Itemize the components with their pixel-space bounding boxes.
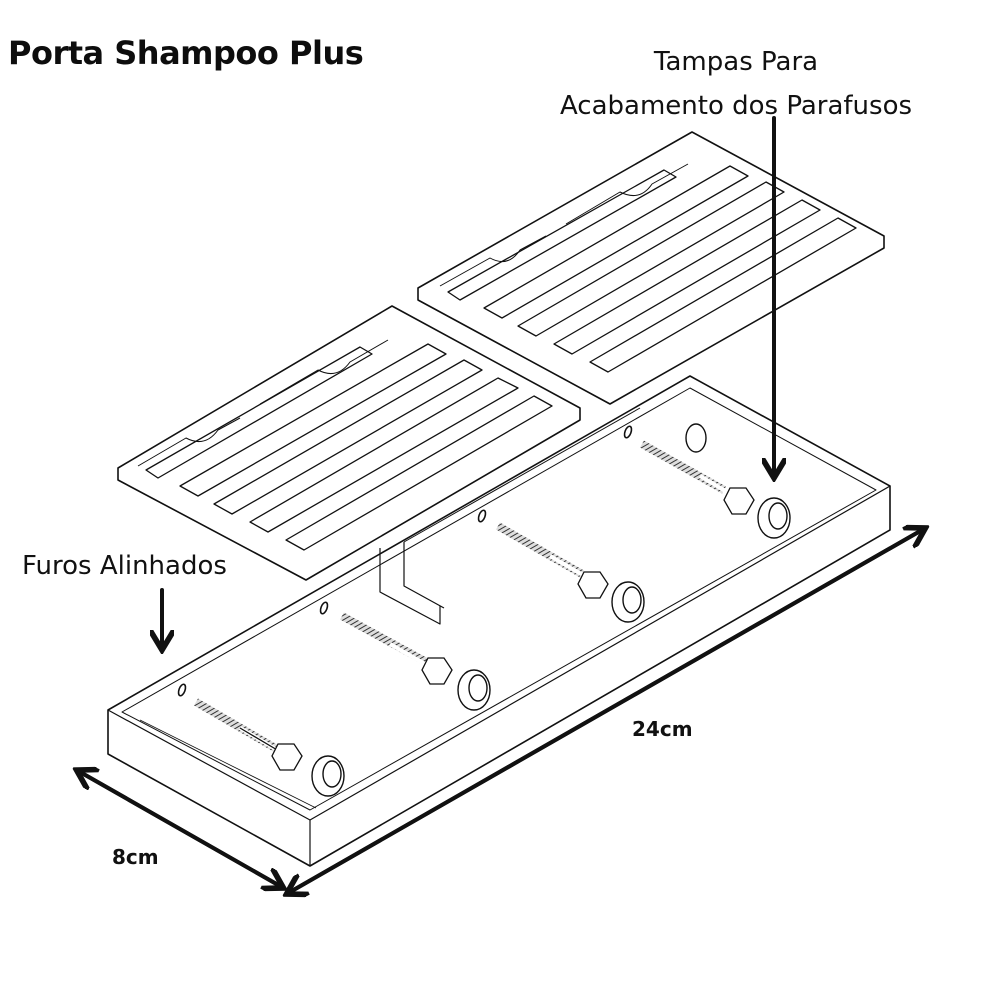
dimension-length-label: 24cm: [632, 717, 693, 741]
base-tray: [107, 375, 891, 867]
label-screw-caps: Tampas Para Acabamento dos Parafusos: [536, 40, 936, 128]
screw-cap-3: [611, 581, 645, 623]
screw-3: [496, 522, 609, 599]
callout-arrows: [162, 116, 774, 646]
screw-caps: [311, 423, 791, 797]
screw-2: [340, 612, 453, 685]
screws: [193, 440, 755, 771]
label-aligned-holes: Furos Alinhados: [22, 551, 227, 581]
left-grate: [117, 305, 581, 581]
dimension-width-label: 8cm: [112, 845, 159, 869]
screw-cap-5: [685, 423, 707, 453]
diagram-title: Porta Shampoo Plus: [8, 34, 364, 72]
screw-cap-4: [757, 497, 791, 539]
label-screw-caps-line2: Acabamento dos Parafusos: [559, 91, 913, 121]
right-grate: [417, 131, 885, 405]
screw-cap-2: [457, 669, 491, 711]
screw-1: [193, 698, 303, 771]
screw-cap-1: [311, 755, 345, 797]
dimension-arrows: [80, 530, 922, 892]
label-screw-caps-line1: Tampas Para: [653, 47, 819, 77]
screw-4: [640, 440, 755, 515]
